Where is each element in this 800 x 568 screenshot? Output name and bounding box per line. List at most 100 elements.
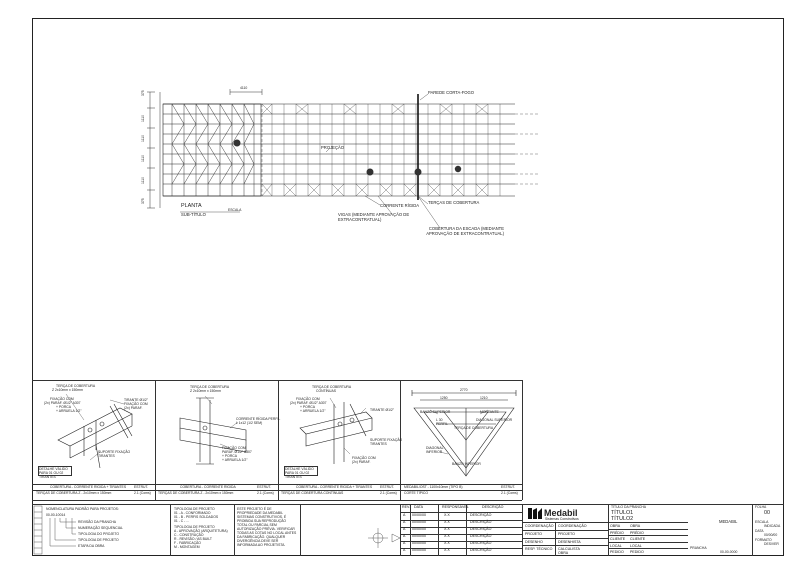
resp-cell: X.X [444,513,450,517]
typology-title-1: TIPOLOGIA DE PROJETO [174,507,215,511]
field-label: PRÉDIO [610,531,624,535]
nomenclature-item-5: ETAPA DA OBRA [78,544,105,548]
detail-2-callout-3: CORRENTE RÍGIDA PERFIL [236,417,281,421]
role-row: PROJETO PROJETO [522,530,608,539]
detail-3-callout-4: (2x) PARAF. Ø1/2" A307 [290,401,327,405]
field-value: LOCAL [630,544,642,548]
revisions-col-divider [466,504,467,556]
detail-2-ref2: 2.1 (Coms) [257,491,274,495]
titleblock-top-border [32,504,784,505]
date-cell: 00/00/00 [412,520,426,524]
field-label: PEDIDO [610,550,624,554]
detail-3-note: DETALHE VÁLIDO PARA 01 OU 02 TIRANTES [285,467,314,479]
detail-1-callout-3: FIXAÇÃO COM [50,397,74,401]
rev-cell: A [403,548,406,552]
role-row: RESP. TÉCNICO CALCULISTA [522,545,608,554]
detail-4-callout-10: DIAGONAL [426,446,444,450]
detail-1-ref2: 2.1 (Coms) [134,491,151,495]
detail-1-note-box [38,466,72,476]
plan-scale: ESCALA [228,208,242,212]
details-divider-1 [155,380,156,500]
desc-cell: DESCRIÇÃO [470,534,492,538]
field-label: OBRA [610,524,621,528]
brand-tagline: Sistemas Construtivos [545,517,579,521]
table-row: A 00/00/00 X.X DESCRIÇÃO [400,547,522,555]
resp-cell: X.X [444,534,450,538]
detail-2-callout-7: + PORCA [222,454,237,458]
detail-4-callout-9: TERÇA DE COBERTURA [454,426,494,430]
field-label: CLIENTE [610,537,626,541]
rev-cell: A [403,541,406,545]
role-value: DESENHISTA [558,540,581,544]
table-row: A 00/00/00 X.X DESCRIÇÃO [400,526,522,535]
typology-2-item-2: C - CONSTRUÇÃO [174,533,204,537]
date-cell: 00/00/00 [412,548,426,552]
detail-1-callout-11: TIRANTES [98,454,115,458]
detail-4-callout-6: DIAGONAL SUPERIOR [476,418,513,422]
typology-1-item-1: 01 - A - CONFORMADO [174,511,211,515]
role-label: COORDENAÇÃO [525,524,554,528]
rev-cell: A [403,520,406,524]
detail-2-ref: ESTRUT. [257,485,272,489]
detail-2-callout-2: Z 2x10mm x 150mm [190,389,221,393]
captions-top-border [32,484,522,485]
role-value: CALCULISTA [558,547,580,551]
resp-cell: X.X [444,520,450,524]
company-name: MEDABIL [719,519,738,524]
plan-subtitle: SUB-TÍTULO [181,212,206,217]
detail-1-callout-6: + ARRUELA 1/2" [56,409,82,413]
nomenclature-code: 00-00-10014 [46,513,66,517]
general-notes: ESTE PROJETO É DE PROPRIEDADE DA MEDABIL… [237,507,297,547]
detail-2-caption2: TERÇAS DE COBERTURA Z - 2x10mm x 150mm [158,491,234,495]
detail-4-callout-4: MONTANTE [480,410,499,414]
drawing-sheet [32,18,784,556]
field-value: OBRA [630,524,641,528]
typology-title-2: TIPOLOGIA DE PROJETO [174,525,215,529]
detail-4-caption: MEDABIL/OST - 1100x10mm (TIPO B) [404,485,463,489]
label-purlins: TERÇAS DE COBERTURA [428,200,480,205]
detail-4-caption2: CORTE TÍPICO [404,491,428,495]
detail-1-callout-4: (2x) PARAF. Ø1/2" A307 [44,401,81,405]
role-label: DESENHO [525,540,543,544]
detail-3-caption: COBERTURA - CORRENTE RÍGIDA + TIRANTES [296,485,373,489]
detail-4-ref: ESTRUT. [501,485,516,489]
detail-1-callout-5: + PORCA [56,405,71,409]
detail-4-callout-3: 1210 [480,396,488,400]
field-row: LOCAL LOCAL [608,542,688,551]
rev-cell: A [403,534,406,538]
field-row: OBRA OBRA [608,522,688,531]
typology-2-item-5: M - MONTAGEM [174,545,200,549]
detail-3-note-box [284,466,318,476]
detail-4-callout-1: 2770 [460,388,468,392]
detail-3-callout-10: FIXAÇÃO COM [352,456,376,460]
rev-cell: A [403,513,406,517]
desc-cell: DESCRIÇÃO [470,527,492,531]
revisions-header: REV. DATA RESPONSÁVEL DESCRIÇÃO [400,504,522,513]
sheet-number: 00 [764,510,770,516]
legend-divider-2 [234,504,235,556]
rev-cell: A [403,527,406,531]
detail-3-caption2: TERÇAS DE COBERTURA CONTÍNUAS [281,491,344,495]
field-value: PEDIDO [630,550,644,554]
detail-4-callout-2: 1250 [440,396,448,400]
detail-4-callout-12: BANZO INFERIOR [452,462,481,466]
detail-1-caption2: TERÇAS DE COBERTURA Z - 2x10mm x 150mm [36,491,112,495]
detail-4-callout-11: INFERIOR [426,450,443,454]
revisions-header-rev: REV. [402,505,411,509]
detail-4-callout-8: PERFIL [436,422,448,426]
field-value: PRÉDIO [630,531,644,535]
revisions-table: REV. DATA RESPONSÁVEL DESCRIÇÃO A 00/00/… [400,504,522,556]
detail-1-ref: ESTRUT. [134,485,149,489]
detail-3-callout-6: + ARRUELA 1/2" [300,409,326,413]
dim-top: 4110 [240,86,248,90]
role-row: COORDENAÇÃO COORDENAÇÃO [522,522,608,531]
legend-divider-3 [300,504,301,556]
date-cell: 00/00/00 [412,513,426,517]
field-value: CLIENTE [630,537,646,541]
detail-3-callout-11: (2x) PARAF. [352,460,371,464]
legend-divider-1 [170,504,171,556]
